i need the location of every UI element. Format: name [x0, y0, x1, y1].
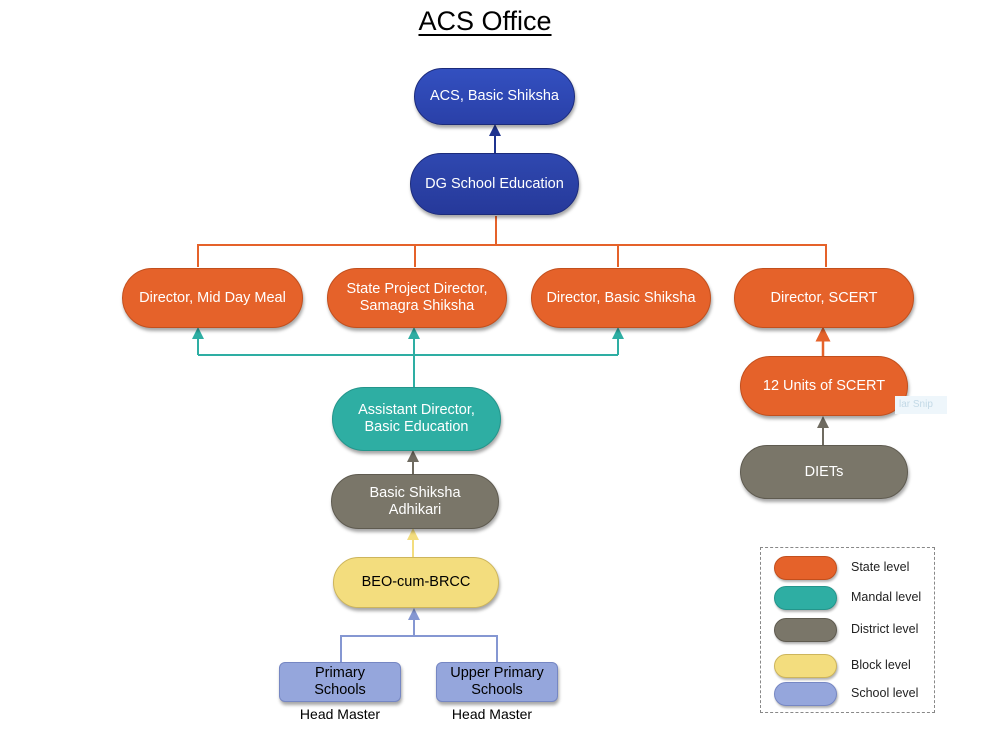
- legend-label-block: Block level: [851, 658, 911, 672]
- legend-item-state: State level: [774, 556, 924, 580]
- legend-item-mandal: Mandal level: [774, 586, 924, 610]
- connector-directors-bus: [197, 244, 827, 267]
- node-12-units-scert[interactable]: 12 Units of SCERT: [740, 356, 908, 416]
- legend-label-school: School level: [851, 686, 919, 700]
- node-director-mid-day-meal[interactable]: Director, Mid Day Meal: [122, 268, 303, 328]
- legend-swatch-mandal: [774, 586, 837, 610]
- legend-item-school: School level: [774, 682, 924, 706]
- node-director-scert[interactable]: Director, SCERT: [734, 268, 914, 328]
- node-primary-schools[interactable]: Primary Schools: [279, 662, 401, 702]
- legend-item-block: Block level: [774, 654, 924, 678]
- diagram-title: ACS Office: [418, 6, 552, 36]
- snip-tooltip-artifact: lar Snip: [895, 396, 947, 414]
- legend-swatch-block: [774, 654, 837, 678]
- node-basic-shiksha-adhikari[interactable]: Basic Shiksha Adhikari: [331, 474, 499, 529]
- legend: State level Mandal level District level …: [760, 547, 935, 713]
- legend-swatch-school: [774, 682, 837, 706]
- node-state-project-director[interactable]: State Project Director, Samagra Shiksha: [327, 268, 507, 328]
- legend-label-state: State level: [851, 560, 910, 574]
- caption-primary-head-master: Head Master: [299, 706, 381, 722]
- node-dg-school-education[interactable]: DG School Education: [410, 153, 579, 215]
- legend-swatch-state: [774, 556, 837, 580]
- node-assistant-director[interactable]: Assistant Director, Basic Education: [332, 387, 501, 451]
- node-upper-primary-schools[interactable]: Upper Primary Schools: [436, 662, 558, 702]
- node-beo-cum-brcc[interactable]: BEO-cum-BRCC: [333, 557, 499, 608]
- node-diets[interactable]: DIETs: [740, 445, 908, 499]
- node-acs-basic-shiksha[interactable]: ACS, Basic Shiksha: [414, 68, 575, 125]
- connector-schools-beo: [340, 635, 498, 662]
- legend-label-mandal: Mandal level: [851, 590, 922, 604]
- caption-upper-primary-head-master: Head Master: [451, 706, 533, 722]
- legend-swatch-district: [774, 618, 837, 642]
- legend-label-district: District level: [851, 622, 919, 636]
- legend-item-district: District level: [774, 618, 924, 642]
- node-director-basic-shiksha[interactable]: Director, Basic Shiksha: [531, 268, 711, 328]
